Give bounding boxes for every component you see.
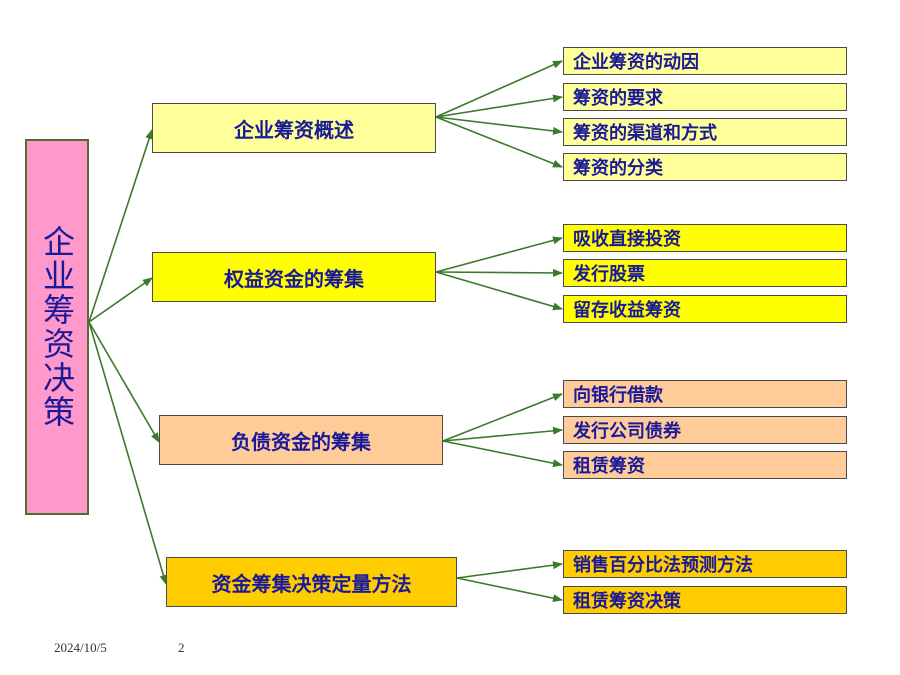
footer-page-number: 2 <box>178 640 185 655</box>
connector-arrow <box>88 321 160 443</box>
leaf-node: 筹资的分类 <box>563 153 847 181</box>
leaf-node: 留存收益筹资 <box>563 295 847 323</box>
connector-arrow <box>435 60 563 118</box>
leaf-node: 租赁筹资 <box>563 451 847 479</box>
connector-arrow <box>88 277 153 323</box>
leaf-node: 发行公司债券 <box>563 416 847 444</box>
leaf-node: 筹资的要求 <box>563 83 847 111</box>
group-node-quant-methods: 资金筹集决策定量方法 <box>166 557 457 607</box>
connector-arrow <box>435 116 563 168</box>
leaf-node: 向银行借款 <box>563 380 847 408</box>
connector-arrow <box>442 393 563 442</box>
connector-arrow <box>456 577 563 603</box>
connector-arrow <box>88 129 153 323</box>
connector-arrow <box>456 561 563 579</box>
connector-arrow <box>88 321 168 585</box>
leaf-node: 销售百分比法预测方法 <box>563 550 847 578</box>
connector-arrow <box>435 236 563 273</box>
leaf-node: 发行股票 <box>563 259 847 287</box>
leaf-node: 筹资的渠道和方式 <box>563 118 847 146</box>
connector-arrow <box>435 94 563 118</box>
group-node-debt: 负债资金的筹集 <box>159 415 443 465</box>
leaf-node: 吸收直接投资 <box>563 224 847 252</box>
root-node: 企业筹资决策 <box>25 139 89 515</box>
connector-arrow <box>442 426 563 442</box>
connector-arrow <box>435 116 563 135</box>
group-node-equity: 权益资金的筹集 <box>152 252 436 302</box>
leaf-node: 企业筹资的动因 <box>563 47 847 75</box>
group-node-overview: 企业筹资概述 <box>152 103 436 153</box>
connector-arrow <box>435 271 563 311</box>
footer-date: 2024/10/5 <box>54 640 107 655</box>
leaf-node: 租赁筹资决策 <box>563 586 847 614</box>
connector-arrow <box>442 440 563 468</box>
connector-arrow <box>435 268 563 277</box>
